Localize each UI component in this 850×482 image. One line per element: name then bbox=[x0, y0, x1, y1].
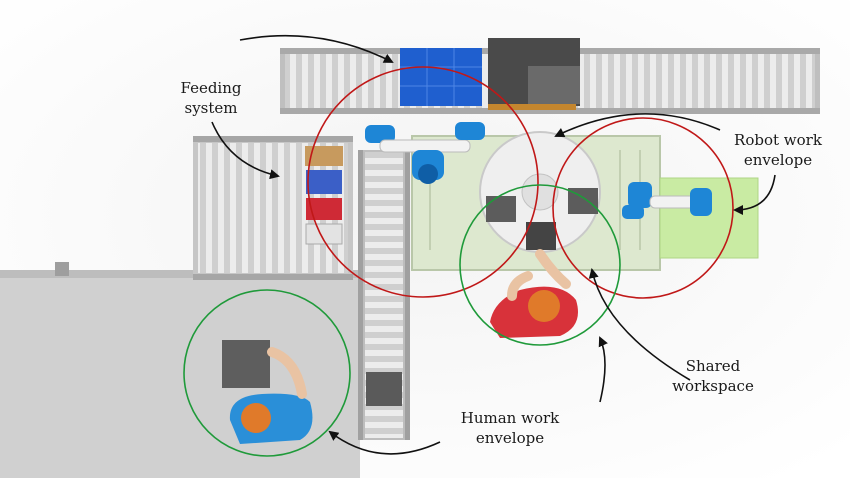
label-robot-work-envelope: Robot work envelope bbox=[718, 130, 838, 170]
label-line: Shared bbox=[685, 357, 741, 375]
bin-icon bbox=[306, 198, 342, 220]
label-feeding-system: Feeding system bbox=[166, 78, 256, 118]
robot-envelope-right bbox=[552, 117, 734, 299]
arrow-robot-envelope-left bbox=[554, 113, 721, 137]
label-line: system bbox=[184, 99, 238, 117]
arrow-human-envelope-right bbox=[598, 336, 608, 403]
arrow-feeding-to-crates bbox=[239, 34, 394, 63]
bin-icon bbox=[305, 223, 343, 245]
arrow-robot-envelope-right bbox=[733, 174, 776, 215]
feeding-rack bbox=[193, 136, 353, 280]
bin-icon bbox=[306, 170, 342, 194]
arrow-shared-workspace bbox=[588, 268, 691, 381]
arrow-feeding-to-rack bbox=[211, 121, 280, 180]
label-line: Human work bbox=[460, 409, 560, 427]
vertical-conveyor bbox=[358, 150, 410, 440]
container-icon bbox=[488, 38, 580, 110]
bin-icon bbox=[305, 146, 343, 166]
human-envelope-right bbox=[459, 184, 621, 346]
worker-icon bbox=[222, 340, 313, 444]
robot-arm-icon bbox=[622, 182, 712, 219]
label-shared-workspace: Shared workspace bbox=[658, 356, 768, 396]
label-line: envelope bbox=[475, 429, 545, 447]
label-line: Robot work bbox=[734, 131, 822, 149]
arrow-human-envelope-left bbox=[328, 430, 441, 455]
label-line: envelope bbox=[743, 151, 813, 169]
work-table bbox=[411, 131, 661, 271]
label-human-work-envelope: Human work envelope bbox=[440, 408, 580, 448]
human-envelope-left bbox=[183, 289, 351, 457]
box-icon bbox=[366, 372, 402, 406]
label-line: workspace bbox=[672, 377, 754, 395]
fixture bbox=[526, 222, 556, 250]
fixture bbox=[486, 196, 516, 222]
robot-arm-icon bbox=[365, 122, 485, 184]
worker-icon bbox=[490, 249, 578, 338]
robot-envelope-left bbox=[307, 66, 539, 298]
box-icon bbox=[222, 340, 270, 388]
label-line: Feeding bbox=[180, 79, 242, 97]
